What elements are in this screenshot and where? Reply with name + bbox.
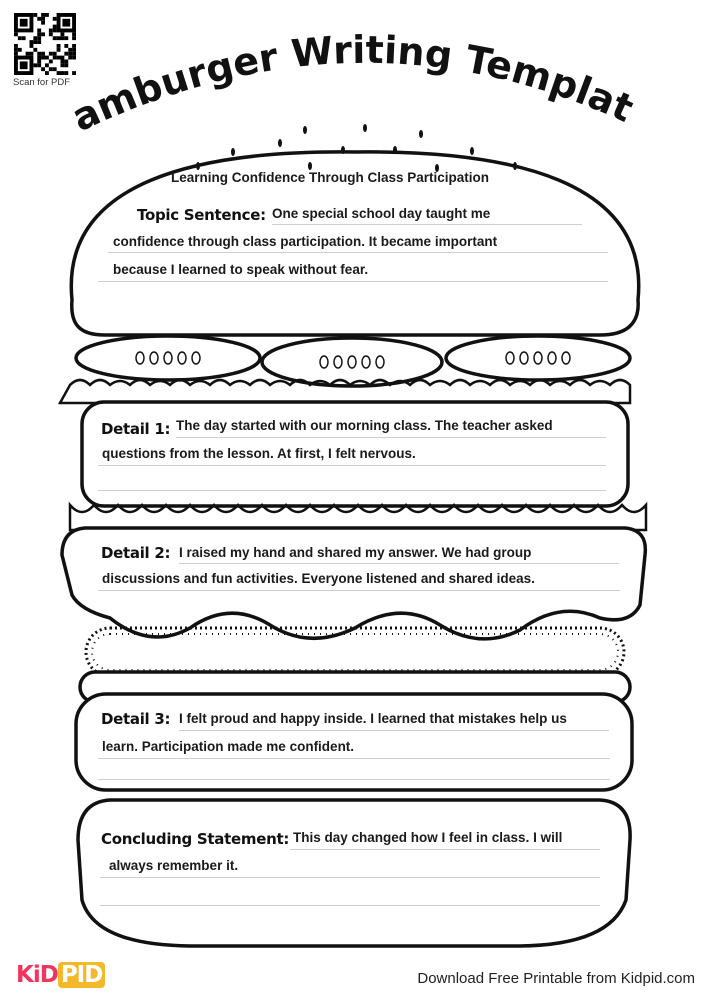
lettuce [57,378,632,405]
patty [84,626,626,678]
topic-sentence-label: Topic Sentence: [137,206,266,224]
tomato-seed [319,355,329,369]
tomato-slice [74,334,262,382]
tomato-seed [547,351,557,365]
page-title: Hamburger Writing Template [0,0,640,140]
topic-line-3[interactable]: because I learned to speak without fear. [113,262,369,277]
detail-2-line-1[interactable]: I raised my hand and shared my answer. W… [179,545,532,560]
topic-line-2[interactable]: confidence through class participation. … [113,234,498,249]
tomato-seed [333,355,343,369]
detail-1-label: Detail 1: [101,420,171,438]
tomato-seed [347,355,357,369]
detail-3-line-1[interactable]: I felt proud and happy inside. I learned… [179,711,567,726]
detail-2-label: Detail 2: [101,544,171,562]
tomato-seed [135,351,145,365]
conclusion-line-2[interactable]: always remember it. [109,858,239,873]
tomato-seed [361,355,371,369]
tomato-seed [375,355,385,369]
tomato-slice [444,334,632,382]
qr-caption: Scan for PDF [13,77,71,88]
tomato-seed [177,351,187,365]
detail-3-label: Detail 3: [101,710,171,728]
detail-3-line-2[interactable]: learn. Participation made me confident. [102,739,355,754]
tomato-seed [191,351,201,365]
lettuce [68,501,648,532]
detail-1-layer [80,400,630,508]
tomato-seed [561,351,571,365]
download-link[interactable]: Download Free Printable from Kidpid.com [417,970,695,987]
tomato-seed [519,351,529,365]
topic-line-1[interactable]: One special school day taught me [272,206,491,221]
detail-3-layer [74,692,634,792]
detail-1-line-2[interactable]: questions from the lesson. At first, I f… [102,446,416,461]
tomato-seed [163,351,173,365]
essay-title: Learning Confidence Through Class Partic… [171,170,490,185]
qr-code[interactable] [13,13,77,75]
bottom-bun [76,798,632,948]
top-bun [69,150,641,337]
concluding-statement-label: Concluding Statement: [101,830,290,848]
tomato-slice [260,336,444,388]
detail-2-line-2[interactable]: discussions and fun activities. Everyone… [102,571,535,586]
tomato-seed [149,351,159,365]
conclusion-line-1[interactable]: This day changed how I feel in class. I … [293,830,563,845]
detail-1-line-1[interactable]: The day started with our morning class. … [176,418,553,433]
sesame-seeds [196,124,517,172]
tomato-seed [505,351,515,365]
tomato-seed [533,351,543,365]
